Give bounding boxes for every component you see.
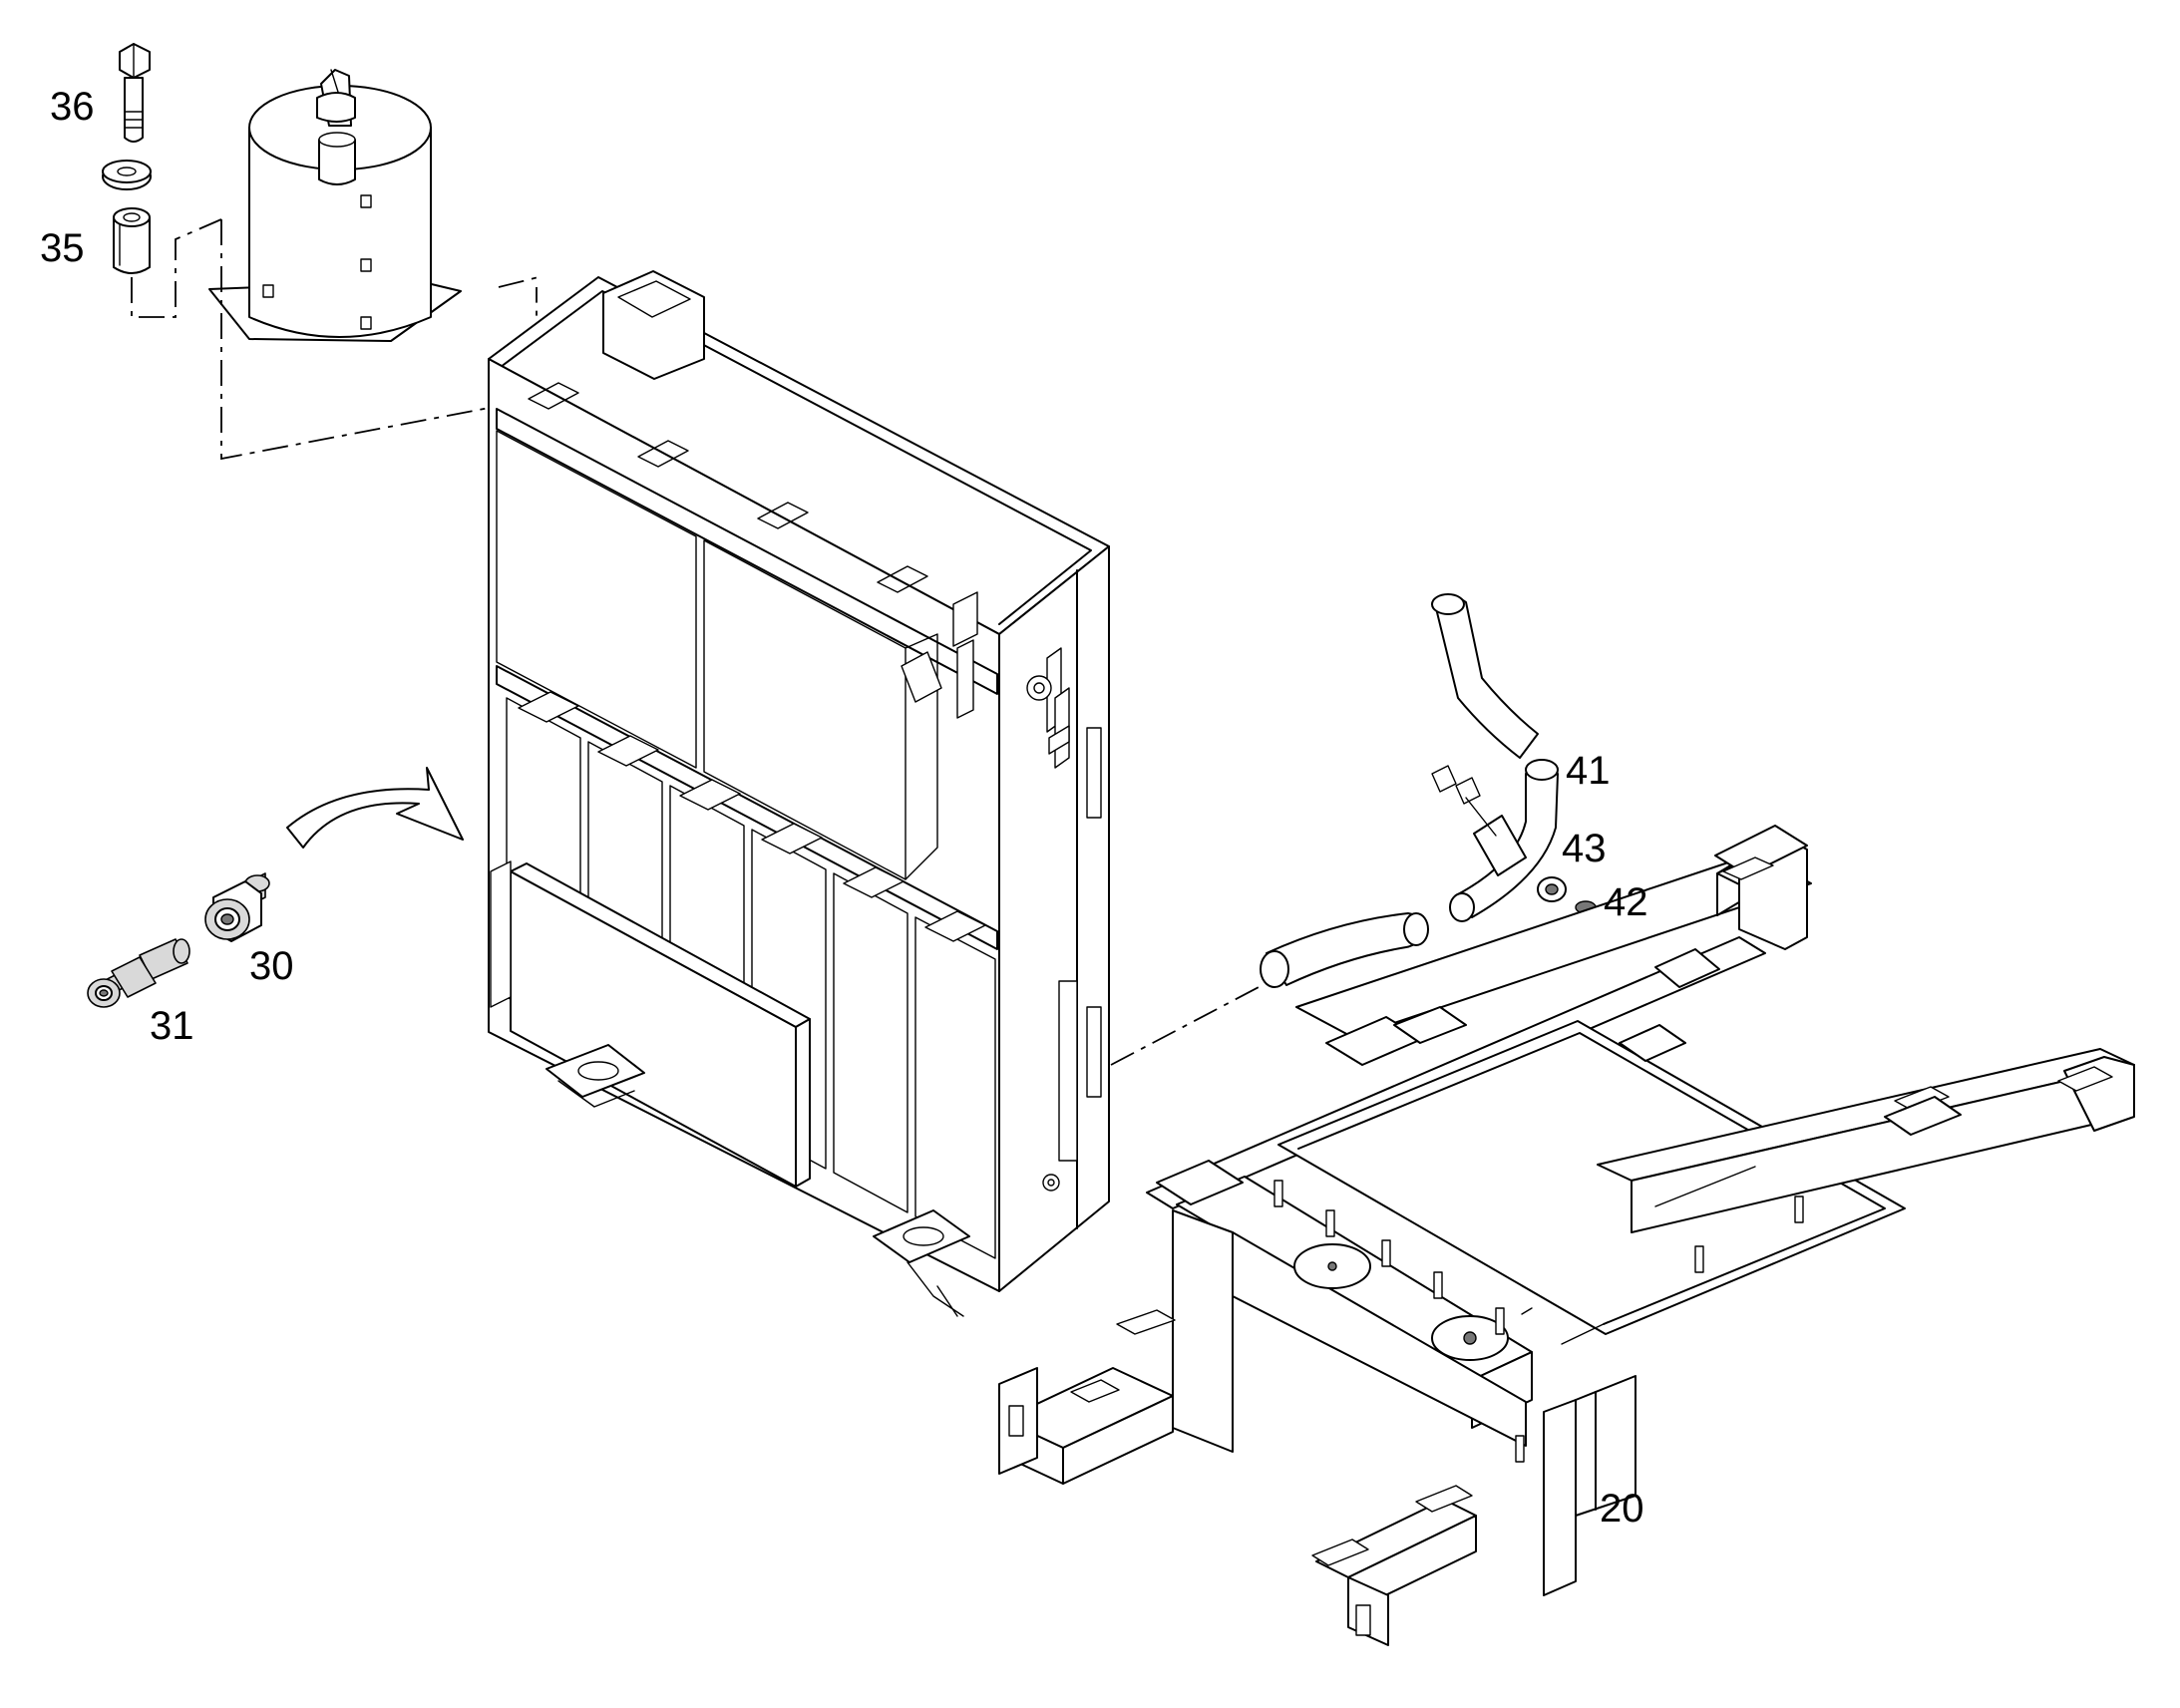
- callout-35: 35: [40, 226, 85, 270]
- spacer-part[interactable]: [113, 207, 151, 274]
- washer-part[interactable]: [102, 160, 152, 190]
- callout-20: 20: [1600, 1487, 1644, 1531]
- radiator-cooler-assembly: [488, 270, 1110, 1317]
- seal-ring-part[interactable]: [1537, 876, 1567, 902]
- callout-36: 36: [50, 85, 95, 129]
- coolant-hose[interactable]: [1431, 593, 1539, 759]
- expansion-tank: [208, 69, 462, 342]
- bolt-part[interactable]: [119, 43, 151, 143]
- fitting-part[interactable]: [87, 938, 190, 1008]
- hose-bracket: [1431, 765, 1527, 876]
- lower-hose[interactable]: [1260, 912, 1429, 988]
- callout-43: 43: [1562, 827, 1607, 870]
- rotation-arrow-icon: [286, 767, 464, 849]
- callout-42: 42: [1604, 880, 1648, 924]
- callout-30: 30: [249, 944, 294, 988]
- base-frame[interactable]: [998, 825, 2135, 1646]
- callout-31: 31: [150, 1004, 194, 1048]
- callout-41: 41: [1566, 749, 1611, 793]
- adapter-part[interactable]: [204, 872, 270, 942]
